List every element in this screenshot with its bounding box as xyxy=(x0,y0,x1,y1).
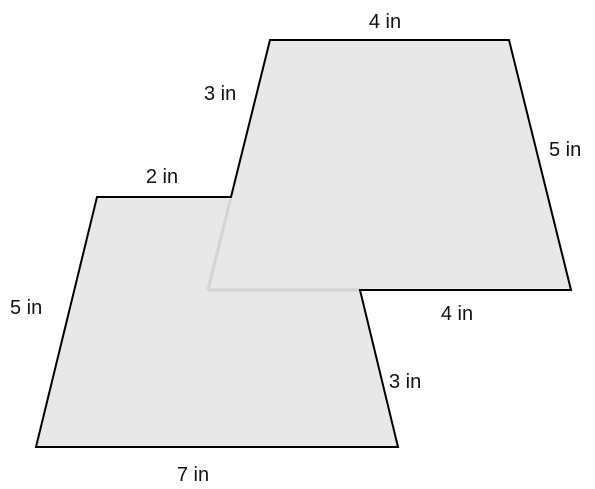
label-upper-right-slant: 5 in xyxy=(549,139,581,161)
label-bottom-edge: 7 in xyxy=(177,464,209,486)
label-step-bottom-edge: 4 in xyxy=(441,303,473,325)
composite-shape-outline xyxy=(34,39,573,448)
label-upper-left-slant: 3 in xyxy=(204,83,236,105)
overlap-seam-vertical xyxy=(206,196,233,291)
label-lower-left-slant: 5 in xyxy=(10,297,42,319)
label-top-edge: 4 in xyxy=(369,11,401,33)
composite-shape-fill xyxy=(36,40,571,447)
label-lower-right-slant: 3 in xyxy=(389,371,421,393)
label-step-top-edge: 2 in xyxy=(146,166,178,188)
